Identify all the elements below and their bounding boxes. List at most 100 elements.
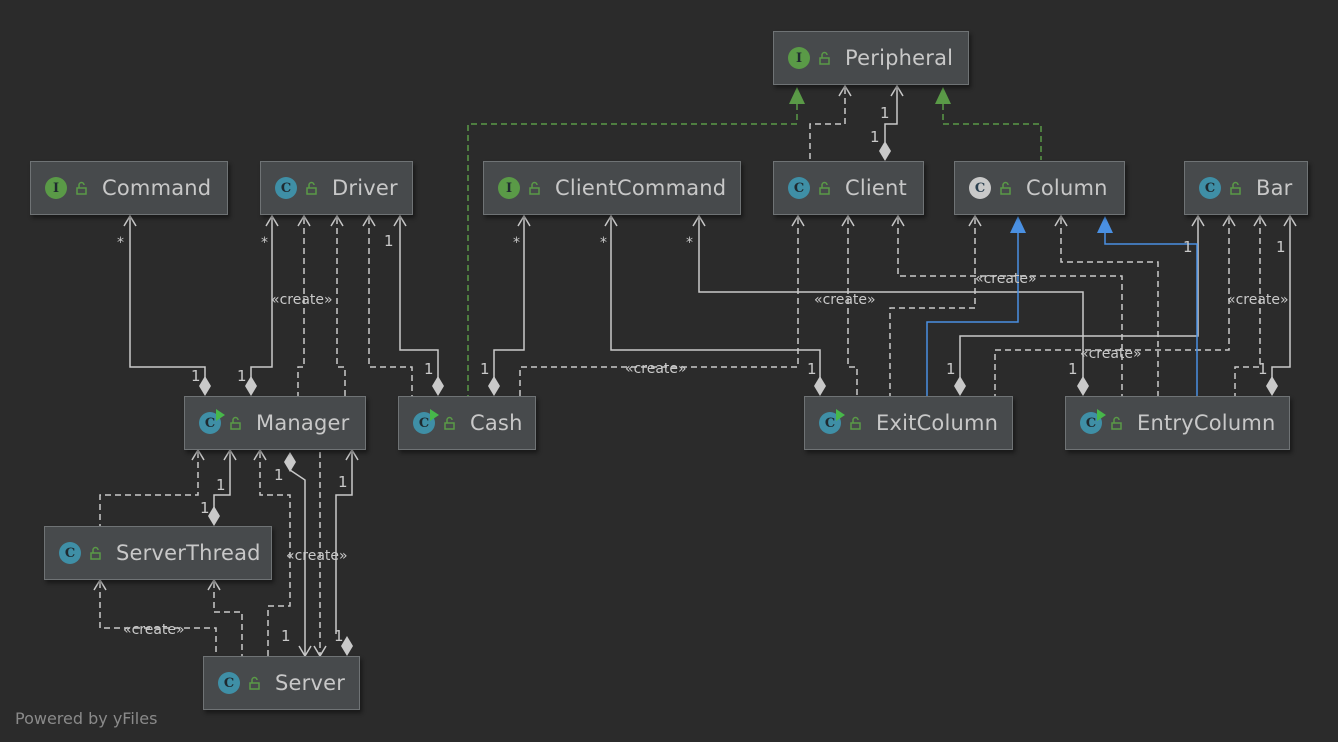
node-clientcommand[interactable]: I ClientCommand <box>483 161 741 215</box>
abstract-class-icon: C <box>969 177 991 199</box>
mult-server-manager: 1 <box>281 627 291 645</box>
diamond-server-manager <box>341 636 353 656</box>
mult-server-manager2: 1 <box>334 627 344 645</box>
class-icon: C <box>1199 177 1221 199</box>
edge-exit-client-create <box>847 218 858 396</box>
unlocked-icon <box>819 181 830 195</box>
mult-exit-bar: 1 <box>946 360 956 378</box>
create-manager-server: «create» <box>286 548 348 564</box>
edge-cash-implements-peripheral <box>467 104 798 396</box>
node-label: Bar <box>1256 176 1293 200</box>
edge-entry-extends-column <box>1104 233 1198 396</box>
node-bar[interactable]: C Bar <box>1184 161 1308 215</box>
class-icon: C <box>788 177 810 199</box>
mult-clientcommand-exit: * <box>600 235 607 251</box>
edge-server-serverthread-create2 <box>213 582 243 656</box>
class-icon: C <box>218 672 240 694</box>
mult-clientcommand-entry: * <box>686 235 693 251</box>
edge-exit-bar <box>959 218 1199 378</box>
unlocked-icon <box>249 676 260 690</box>
mult-cash-driver: 1 <box>424 360 434 378</box>
node-server[interactable]: C Server <box>203 656 360 710</box>
node-label: Manager <box>256 411 350 435</box>
node-client[interactable]: C Client <box>773 161 924 215</box>
node-label: Driver <box>332 176 398 200</box>
edge-serverthread-manager-create <box>99 452 199 526</box>
node-cash[interactable]: C Cash <box>398 396 536 450</box>
node-label: ClientCommand <box>555 176 727 200</box>
create-exit-client: «create» <box>814 292 876 308</box>
mult-clientcommand-cash: * <box>513 235 520 251</box>
node-label: ServerThread <box>116 541 261 565</box>
edge-entry-column-create <box>1060 218 1159 396</box>
edge-server-manager-create <box>259 452 291 656</box>
edge-cash-driver-create <box>368 218 413 396</box>
node-label: EntryColumn <box>1137 411 1276 435</box>
diamond-manager-server <box>284 452 296 472</box>
mult-entry-clientcommand: 1 <box>1068 360 1078 378</box>
node-serverthread[interactable]: C ServerThread <box>44 526 272 580</box>
mult-manager-server2: 1 <box>338 473 348 491</box>
node-label: Cash <box>470 411 523 435</box>
mult-bar-exit: 1 <box>1183 238 1193 256</box>
runnable-class-icon: C <box>819 409 845 434</box>
unlocked-icon <box>230 416 241 430</box>
unlocked-icon <box>1230 181 1241 195</box>
node-label: Server <box>275 671 346 695</box>
edge-entry-bar <box>1271 218 1291 378</box>
node-command[interactable]: I Command <box>30 161 228 215</box>
create-entry-client: «create» <box>975 271 1037 287</box>
node-exitcolumn[interactable]: C ExitColumn <box>804 396 1013 450</box>
powered-by-label: Powered by yFiles <box>15 709 158 728</box>
diamond-client-peripheral <box>879 141 891 161</box>
node-entrycolumn[interactable]: C EntryColumn <box>1065 396 1290 450</box>
edge-exit-column-create <box>889 218 976 396</box>
mult-bar-entry: 1 <box>1276 238 1286 256</box>
create-cash-client: «create» <box>625 361 687 377</box>
unlocked-icon <box>1000 181 1011 195</box>
node-peripheral[interactable]: I Peripheral <box>773 31 969 85</box>
edge-manager-command <box>129 218 206 378</box>
edge-exit-bar-create <box>994 218 1230 396</box>
unlocked-icon <box>76 181 87 195</box>
mult-command: * <box>117 235 124 251</box>
edge-client-peripheral-create <box>809 88 846 160</box>
mult-manager-server: 1 <box>274 466 284 484</box>
edge-manager-driver-create2 <box>336 218 346 396</box>
mult-cash-clientcommand: 1 <box>480 360 490 378</box>
unlocked-icon <box>306 181 317 195</box>
unlocked-icon <box>529 181 540 195</box>
mult-manager-serverthread: 1 <box>216 476 226 494</box>
class-icon: C <box>59 542 81 564</box>
edge-exit-extends-column <box>926 233 1019 396</box>
edge-cash-driver <box>399 218 439 378</box>
edge-entry-bar-create <box>1234 218 1261 396</box>
node-column[interactable]: C Column <box>954 161 1125 215</box>
create-bar: «create» <box>1227 292 1289 308</box>
runnable-class-icon: C <box>413 409 439 434</box>
runnable-class-icon: C <box>1080 409 1106 434</box>
node-label: Column <box>1026 176 1108 200</box>
diamond-exit-bar <box>954 376 966 396</box>
node-driver[interactable]: C Driver <box>260 161 413 215</box>
node-label: ExitColumn <box>876 411 999 435</box>
edge-manager-driver <box>250 218 273 378</box>
edge-column-implements-peripheral <box>942 104 1042 160</box>
mult-driver-cash: 1 <box>384 232 394 250</box>
interface-icon: I <box>788 47 810 69</box>
diamond-exit-clientcommand <box>814 376 826 396</box>
diamond-serverthread-manager <box>208 506 220 526</box>
node-label: Command <box>102 176 212 200</box>
create-server-serverthread: «create» <box>123 622 185 638</box>
edge-manager-driver-create <box>297 218 305 396</box>
edge-server-manager <box>335 452 353 634</box>
edge-cash-clientcommand <box>493 218 525 378</box>
create-manager-driver: «create» <box>271 292 333 308</box>
node-manager[interactable]: C Manager <box>184 396 366 450</box>
mult-manager-driver: 1 <box>237 367 247 385</box>
diamond-manager-command <box>199 376 211 396</box>
edge-serverthread-manager <box>213 452 231 508</box>
node-label: Client <box>845 176 907 200</box>
mult-peripheral-client: 1 <box>880 104 890 122</box>
